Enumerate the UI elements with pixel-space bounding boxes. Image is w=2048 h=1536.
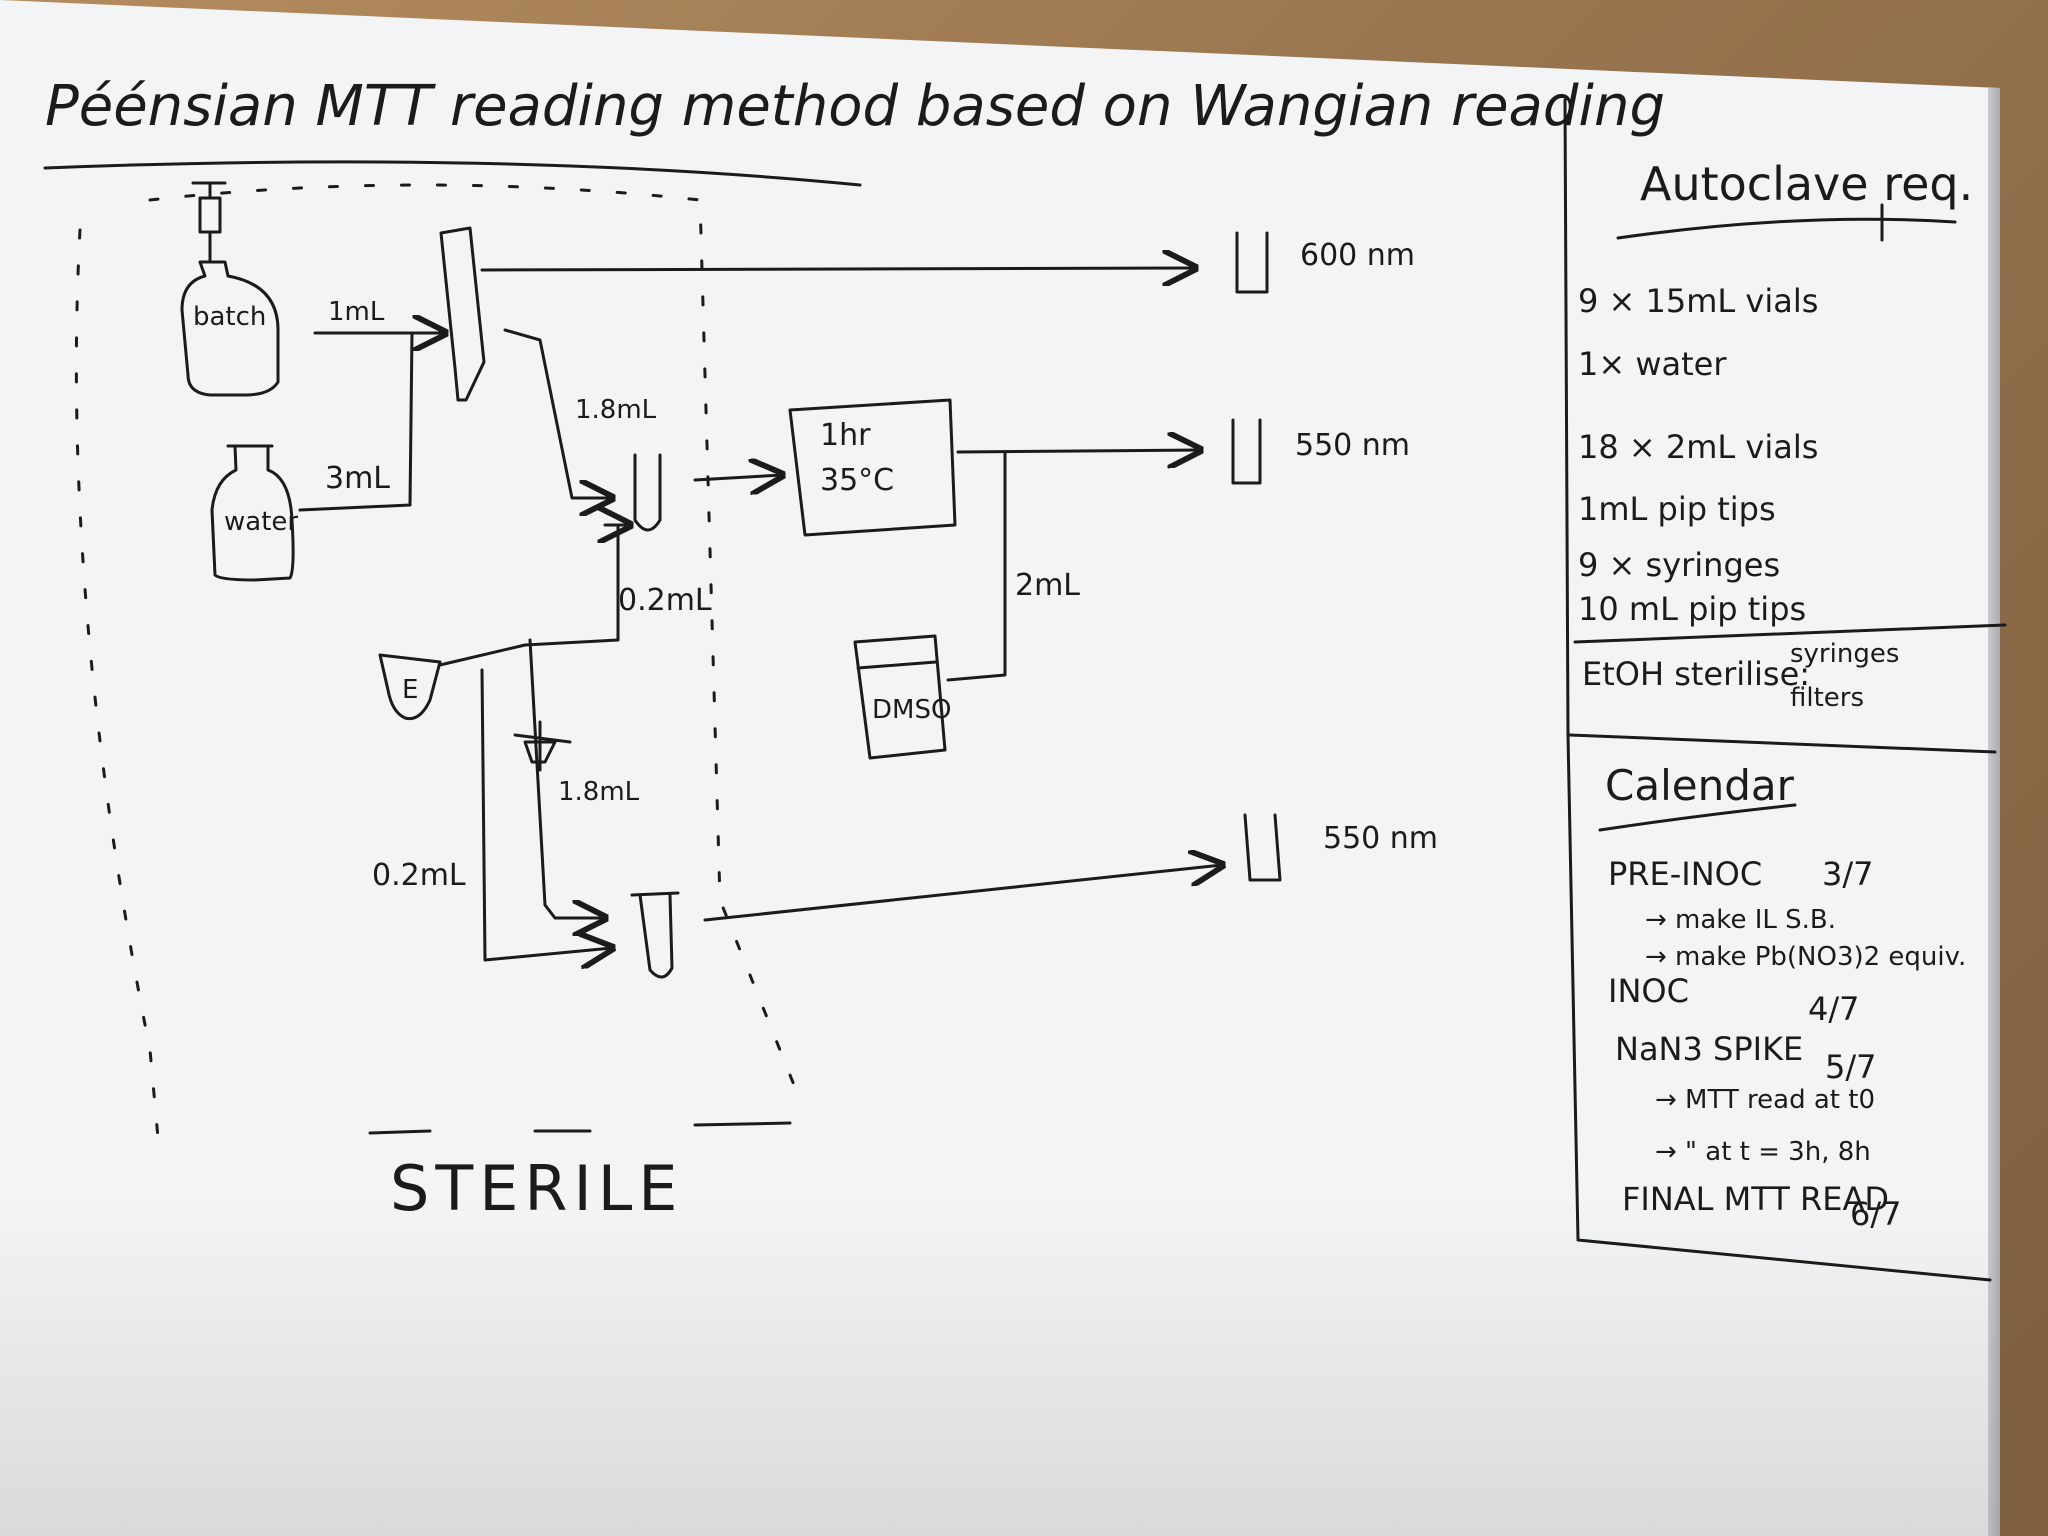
calendar-heading: Calendar (1605, 761, 1795, 810)
etoh-label: EtOH sterilise: (1582, 655, 1810, 693)
arrow-to-550nm-bottom (703, 865, 1222, 922)
calendar-event-date: 6/7 (1850, 1195, 1902, 1233)
incubator-time: 1hr (820, 418, 871, 453)
sterile-boundary-right (148, 183, 802, 1102)
water-label: water (224, 507, 298, 537)
reading-550nm-bottom: 550 nm (1323, 821, 1438, 856)
dmso-label: DMSO (872, 695, 951, 725)
tube-b (630, 891, 680, 979)
calendar-underline (1598, 803, 1797, 832)
cuvette-600nm (1235, 231, 1269, 294)
panel-divider-etoh (1573, 623, 2007, 644)
sterile-label: STERILE (390, 1152, 683, 1225)
volume-dmso: 2mL (1015, 568, 1080, 603)
calendar-event-label: NaN3 SPIKE (1615, 1030, 1803, 1068)
calendar-event-label: INOC (1608, 972, 1689, 1010)
incubator-temp: 35°C (820, 463, 894, 498)
board-title: Péénsian MTT reading method based on Wan… (45, 74, 1665, 139)
whiteboard-frame-edge (1988, 88, 2000, 1536)
filter-icon (513, 720, 572, 772)
cuvette-550nm-middle (1231, 418, 1262, 485)
calendar-event-date: 5/7 (1825, 1048, 1877, 1086)
line-dmso-to-reading (946, 450, 1007, 682)
incubator-box: 1hr 35°C (788, 398, 957, 537)
title-underline (43, 160, 862, 187)
autoclave-item: 18 × 2mL vials (1578, 428, 1818, 466)
arrow-to-550nm-middle (956, 450, 1200, 452)
calendar-event-label: FINAL MTT READ (1622, 1180, 1889, 1218)
sterile-boundary-left (74, 228, 162, 1162)
panel-divider-calendar (1568, 733, 1997, 754)
whiteboard-shadow (0, 1200, 2000, 1536)
calendar-event-date: 4/7 (1808, 990, 1860, 1028)
arrow-to-incubator (693, 475, 782, 480)
autoclave-item: 9 × syringes (1578, 546, 1780, 584)
volume-filter-tube-a: 1.8mL (575, 395, 657, 425)
autoclave-item: 9 × 15mL vials (1578, 282, 1818, 320)
calendar-event-label: → " at t = 3h, 8h (1655, 1137, 1871, 1167)
reading-550nm-middle: 550 nm (1295, 428, 1410, 463)
panel-divider-vertical (1563, 98, 1992, 1282)
volume-e-tube-a: 0.2mL (618, 583, 712, 618)
dmso-jar: DMSO (853, 634, 951, 760)
autoclave-item: 1× water (1578, 345, 1727, 383)
tube-a (633, 453, 662, 532)
arrow-filter-to-tube-b (528, 638, 605, 918)
water-bottle: water (210, 444, 298, 582)
line-water-to-filter (298, 331, 414, 512)
reading-600nm: 600 nm (1300, 238, 1415, 273)
autoclave-underline (1616, 203, 1957, 242)
arrow-filter-to-tube-a (503, 328, 612, 498)
calendar-event-date: 3/7 (1822, 855, 1874, 893)
volume-filter-tube-b: 1.8mL (558, 777, 640, 807)
cuvette-550nm-bottom (1243, 813, 1282, 882)
e-tube-label: E (402, 675, 418, 705)
calendar-event-label: PRE-INOC (1608, 855, 1762, 893)
batch-label: batch (193, 302, 266, 332)
e-tube: E (378, 653, 442, 721)
autoclave-heading: Autoclave req. (1640, 157, 1973, 211)
volume-batch: 1mL (328, 297, 385, 327)
autoclave-item: 10 mL pip tips (1578, 590, 1806, 628)
arrow-e-to-tube-b (480, 668, 612, 960)
etoh-item: syringes (1790, 639, 1899, 669)
calendar-event-label: → make Pb(NO3)2 equiv. (1645, 942, 1966, 972)
sterile-boundary-bottom (368, 1121, 792, 1135)
calendar-event-label: → MTT read at t0 (1655, 1085, 1875, 1115)
whiteboard (0, 0, 2000, 1536)
autoclave-item: 1mL pip tips (1578, 490, 1776, 528)
volume-water: 3mL (325, 461, 390, 496)
batch-bottle: batch (180, 260, 280, 397)
volume-e-tube-b: 0.2mL (372, 858, 466, 893)
calendar-event-label: → make IL S.B. (1645, 905, 1836, 935)
etoh-item: filters (1790, 683, 1864, 713)
arrow-to-600nm (480, 268, 1195, 270)
syringe-icon (191, 181, 227, 264)
filter-syringe (439, 226, 486, 402)
